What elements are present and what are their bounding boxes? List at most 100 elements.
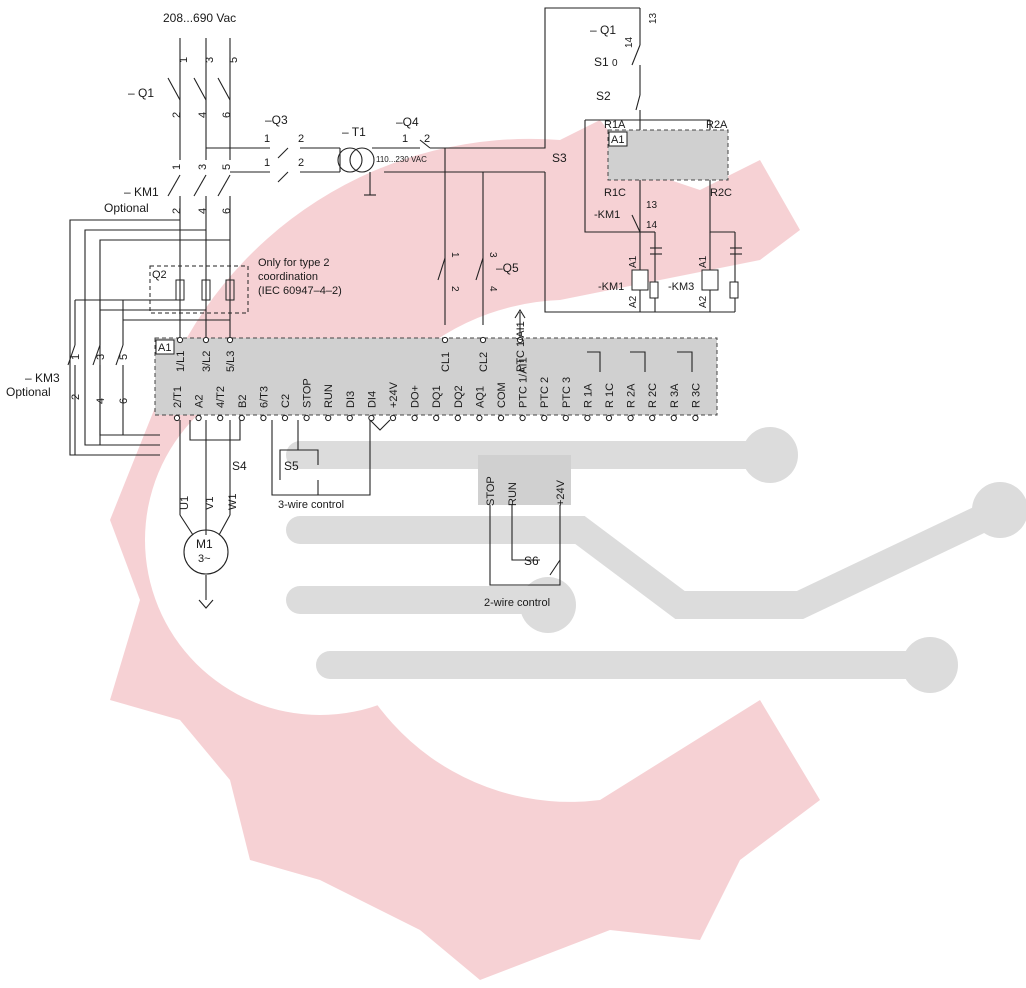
km3-label: – KM3	[25, 371, 60, 385]
km1-optional: Optional	[104, 201, 149, 215]
a1-top-pin	[441, 336, 449, 344]
a1-bottom-terminal-label: 2/T1	[172, 386, 184, 408]
a1-bottom-pin	[368, 414, 375, 422]
q3-term-2: 2	[298, 133, 304, 145]
motor-phase: 3~	[198, 553, 211, 565]
q5-term-1: 1	[449, 252, 460, 258]
a1-bottom-pin	[562, 414, 569, 422]
a1-bottom-pin	[692, 414, 699, 422]
a1-bottom-terminal-label: 6/T3	[258, 386, 270, 408]
supply-phase-3: 3	[204, 57, 216, 63]
a1-bottom-pin	[497, 414, 505, 422]
q4-label: –Q4	[396, 115, 419, 129]
t1-secondary: 110...230 VAC	[376, 155, 427, 164]
a1-bottom-pin	[649, 414, 656, 422]
q1-term-6: 6	[221, 112, 233, 118]
q1-term-4: 4	[197, 112, 209, 118]
two-wire-stop: STOP	[485, 476, 497, 506]
q5-term-3: 3	[487, 252, 498, 258]
a1-top-terminal-label: 3/L2	[201, 351, 213, 372]
motor-symbol	[183, 529, 229, 575]
a1-bottom-pin	[303, 414, 310, 422]
two-wire-box	[478, 455, 571, 505]
cc-q1-term-13: 13	[648, 12, 659, 24]
a1-bottom-terminal-label: PTC 3	[561, 377, 573, 408]
km3-term-4: 4	[95, 398, 107, 404]
cc-km1-contact: -KM1	[594, 209, 620, 221]
cc-km1-13: 13	[646, 200, 658, 211]
two-wire-24v: +24V	[555, 479, 567, 506]
cc-r2c: R2C	[710, 187, 732, 199]
two-wire-title: 2-wire control	[484, 597, 550, 609]
a1-top-terminal-label: PTC 1/AI1	[515, 321, 527, 372]
t1-label: – T1	[342, 125, 366, 139]
cc-coil-km3: -KM3	[668, 281, 694, 293]
q5-term-4: 4	[487, 286, 498, 292]
a1-bottom-pin	[346, 414, 353, 422]
a1-bottom-pin	[173, 414, 181, 422]
a1-bottom-pin	[519, 414, 526, 422]
a1-bottom-terminal-label: DQ1	[431, 385, 443, 408]
cc-coil1-a1: A1	[628, 255, 639, 268]
a1-bottom-terminal-label: DI4	[366, 391, 378, 408]
km3-term-2: 2	[70, 394, 82, 400]
a1-top-terminal-label: CL1	[440, 352, 452, 372]
km1-label: – KM1	[124, 185, 159, 199]
a1-top-pin	[226, 336, 234, 344]
cc-coil1-a2: A2	[628, 295, 639, 308]
q1-label: – Q1	[128, 86, 154, 100]
km1-term-4: 4	[197, 208, 209, 214]
cc-a1: A1	[611, 134, 624, 146]
supply-phase-1: 1	[178, 57, 190, 63]
km3-optional: Optional	[6, 385, 51, 399]
cc-s1-label: S1	[594, 55, 609, 69]
cc-s3-label: S3	[552, 151, 567, 165]
cc-km1-14: 14	[646, 220, 658, 231]
a1-bottom-terminal-label: R 1A	[582, 383, 594, 408]
km1-term-2: 2	[171, 208, 183, 214]
q2-note-3: (IEC 60947–4–2)	[258, 285, 342, 297]
a1-bottom-terminal-label: AQ1	[474, 386, 486, 408]
a1-bottom-pin	[325, 414, 332, 422]
s5-label: S5	[284, 459, 299, 473]
q5-term-2: 2	[449, 286, 460, 292]
cc-coil2-a2: A2	[698, 295, 709, 308]
a1-bottom-terminal-label: 4/T2	[215, 386, 227, 408]
q3-term-2b: 2	[298, 157, 304, 169]
q2-note-1: Only for type 2	[258, 257, 330, 269]
a1-bottom-terminal-label: R 2A	[626, 383, 638, 408]
s4-label: S4	[232, 459, 247, 473]
cc-q1-label: – Q1	[590, 23, 616, 37]
cc-q1-term-14: 14	[624, 36, 635, 48]
a1-label: A1	[158, 342, 171, 354]
a1-bottom-pin	[411, 414, 418, 422]
motor-v1: V1	[204, 497, 216, 510]
motor-label: M1	[196, 537, 213, 551]
cc-r2a: R2A	[706, 119, 728, 131]
km3-term-1: 1	[70, 354, 82, 360]
q1-term-2: 2	[171, 112, 183, 118]
a1-top-terminal-label: CL2	[478, 352, 490, 372]
a1-bottom-pin	[260, 414, 267, 422]
q3-term-1b: 1	[264, 157, 270, 169]
cc-r1a: R1A	[604, 119, 626, 131]
q4-term-1: 1	[402, 133, 408, 145]
a1-bottom-terminal-label: RUN	[323, 384, 335, 408]
supply-voltage: 208...690 Vac	[163, 11, 236, 25]
a1-bottom-pin	[217, 414, 224, 422]
a1-bottom-pin	[389, 414, 397, 422]
a1-top-pin	[516, 336, 524, 344]
q2-fuse-box	[149, 265, 249, 314]
q3-label: –Q3	[265, 113, 288, 127]
supply-phase-5: 5	[228, 57, 240, 63]
a1-bottom-terminal-label: DQ2	[453, 385, 465, 408]
a1-top-pin	[176, 336, 184, 344]
relay-box	[607, 129, 729, 181]
q5-label: –Q5	[496, 261, 519, 275]
a1-bottom-terminal-label: R 3A	[669, 383, 681, 408]
a1-bottom-pin	[605, 414, 613, 422]
km3-term-6: 6	[118, 398, 130, 404]
